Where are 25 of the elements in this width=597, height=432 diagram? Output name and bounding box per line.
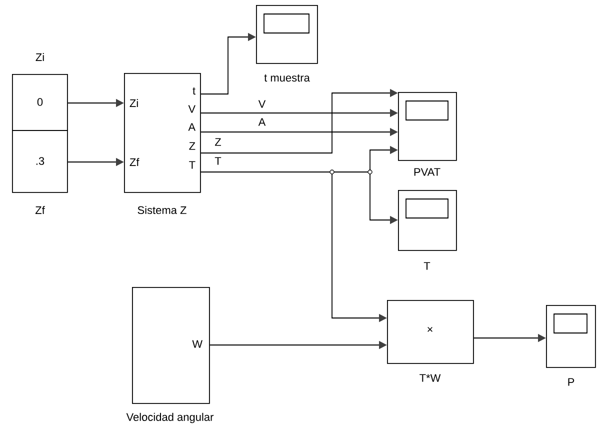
node-label: t: [192, 87, 196, 95]
block-label: T*W: [420, 374, 441, 382]
signal-label: V: [258, 100, 266, 108]
block-label: Zi: [36, 53, 44, 61]
block-label: Sistema Z: [138, 206, 186, 214]
block-label: t muestra: [264, 74, 310, 82]
subsystem-block: Zi Zf t V A Z T: [124, 73, 201, 193]
node-label: A: [188, 123, 196, 131]
node-label: T: [189, 161, 196, 169]
signal-label: T: [214, 156, 222, 166]
subsystem-block: W: [132, 287, 210, 404]
block-label: T: [424, 262, 430, 270]
signal-label: A: [258, 118, 266, 126]
constant-block: .3: [12, 130, 68, 193]
block-label: P: [568, 378, 574, 386]
block-label: Velocidad angular: [126, 412, 214, 424]
node-label: Z: [189, 142, 196, 150]
node-label: V: [188, 105, 196, 113]
product-block: ×: [387, 300, 474, 364]
signal-label: Z: [214, 138, 222, 146]
block-label: Zf: [35, 206, 45, 214]
node-label: Zi: [130, 99, 138, 107]
constant-block: 0: [12, 74, 68, 131]
node-label: Zf: [130, 158, 140, 166]
block-label: PVAT: [414, 168, 440, 176]
